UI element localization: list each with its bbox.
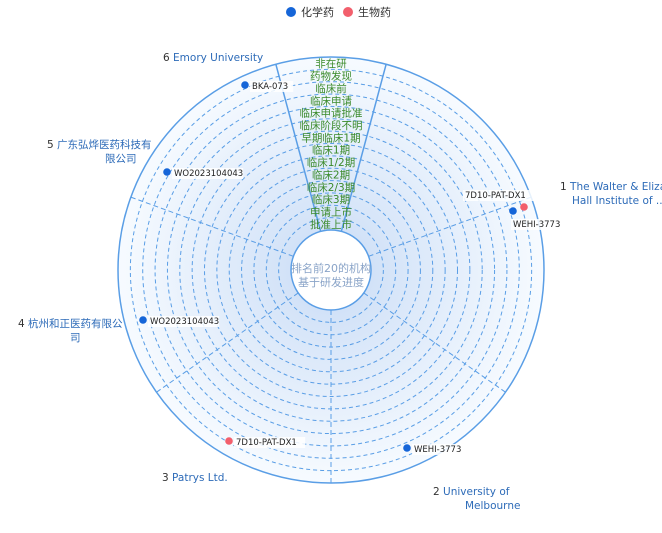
label-wedge-edge	[275, 64, 322, 232]
data-point[interactable]	[225, 437, 233, 445]
legend: 化学药 生物药	[286, 5, 391, 19]
stage-label: 临床2/3期	[307, 181, 355, 194]
point-label: WEHI-3773	[414, 445, 461, 455]
stage-label: 非在研	[315, 58, 347, 70]
inner-circle	[290, 229, 372, 311]
stage-ring	[166, 105, 496, 435]
data-point[interactable]	[403, 444, 411, 452]
center-text-line1: 排名前20的机构	[291, 261, 371, 275]
legend-dot-bio[interactable]	[343, 7, 353, 17]
point-label: BKA-073	[252, 82, 288, 92]
stage-label: 批准上市	[310, 218, 352, 231]
stage-label: 临床申请	[310, 94, 352, 107]
data-point[interactable]	[241, 81, 249, 89]
center-text-line2: 基于研发进度	[298, 275, 364, 289]
stage-label: 临床阶段不明	[300, 119, 363, 132]
stage-ring	[228, 167, 434, 373]
point-label-bg	[412, 444, 467, 455]
sector-divider	[130, 196, 294, 257]
point-label-bg	[463, 190, 535, 201]
stage-label: 临床申请批准	[300, 107, 363, 120]
point-label: WEHI-3773	[513, 220, 560, 230]
sector-divider	[363, 292, 506, 393]
point-label-bg	[250, 81, 294, 92]
data-point[interactable]	[509, 207, 517, 215]
org-label-6[interactable]: 6 Emory University	[163, 52, 263, 64]
sector-divider	[156, 292, 299, 393]
stage-ring	[179, 118, 483, 422]
legend-label-bio[interactable]: 生物药	[358, 5, 391, 19]
label-wedge-edge	[340, 64, 387, 232]
point-label-bg	[172, 168, 244, 179]
stage-ring	[216, 155, 446, 385]
data-point[interactable]	[520, 203, 528, 211]
org-label-5[interactable]: 5 广东弘烨医药科技有	[47, 138, 152, 151]
org-label-2[interactable]: 2 University of	[433, 486, 510, 498]
stage-ring	[154, 93, 508, 447]
stage-ring	[204, 143, 458, 397]
legend-label-chemical[interactable]: 化学药	[301, 5, 334, 19]
stage-label: 申请上市	[310, 205, 352, 218]
point-label: WO2023104043	[174, 169, 243, 179]
stage-ring	[278, 217, 384, 323]
point-label: 7D10-PAT-DX1	[465, 191, 526, 201]
stage-label: 临床1期	[312, 144, 350, 157]
sector-divider	[368, 196, 532, 257]
stage-label: 临床2期	[312, 168, 350, 181]
data-point[interactable]	[139, 316, 147, 324]
org-label-1[interactable]: 1 The Walter & Eliza	[560, 181, 662, 193]
stage-label: 临床3期	[312, 193, 350, 206]
stage-label: 临床前	[315, 82, 347, 95]
org-label-5[interactable]: 限公司	[105, 153, 137, 165]
point-label: WO2023104043	[150, 317, 219, 327]
stage-label: 早期临床1期	[301, 131, 360, 144]
org-label-4[interactable]: 司	[70, 332, 81, 344]
legend-dot-chemical[interactable]	[286, 7, 296, 17]
org-label-1[interactable]: Hall Institute of ...	[572, 195, 662, 207]
point-label-bg	[148, 316, 220, 327]
point-label: 7D10-PAT-DX1	[236, 438, 297, 448]
stage-ring	[253, 192, 409, 348]
stage-label: 临床1/2期	[307, 156, 355, 169]
org-label-2[interactable]: Melbourne	[465, 500, 520, 512]
data-point[interactable]	[163, 168, 171, 176]
stage-label: 药物发现	[310, 70, 352, 83]
point-label-bg	[234, 437, 306, 448]
org-label-3[interactable]: 3 Patrys Ltd.	[162, 472, 228, 484]
point-label-bg	[511, 219, 566, 230]
org-label-4[interactable]: 4 杭州和正医药有限公	[18, 317, 123, 330]
